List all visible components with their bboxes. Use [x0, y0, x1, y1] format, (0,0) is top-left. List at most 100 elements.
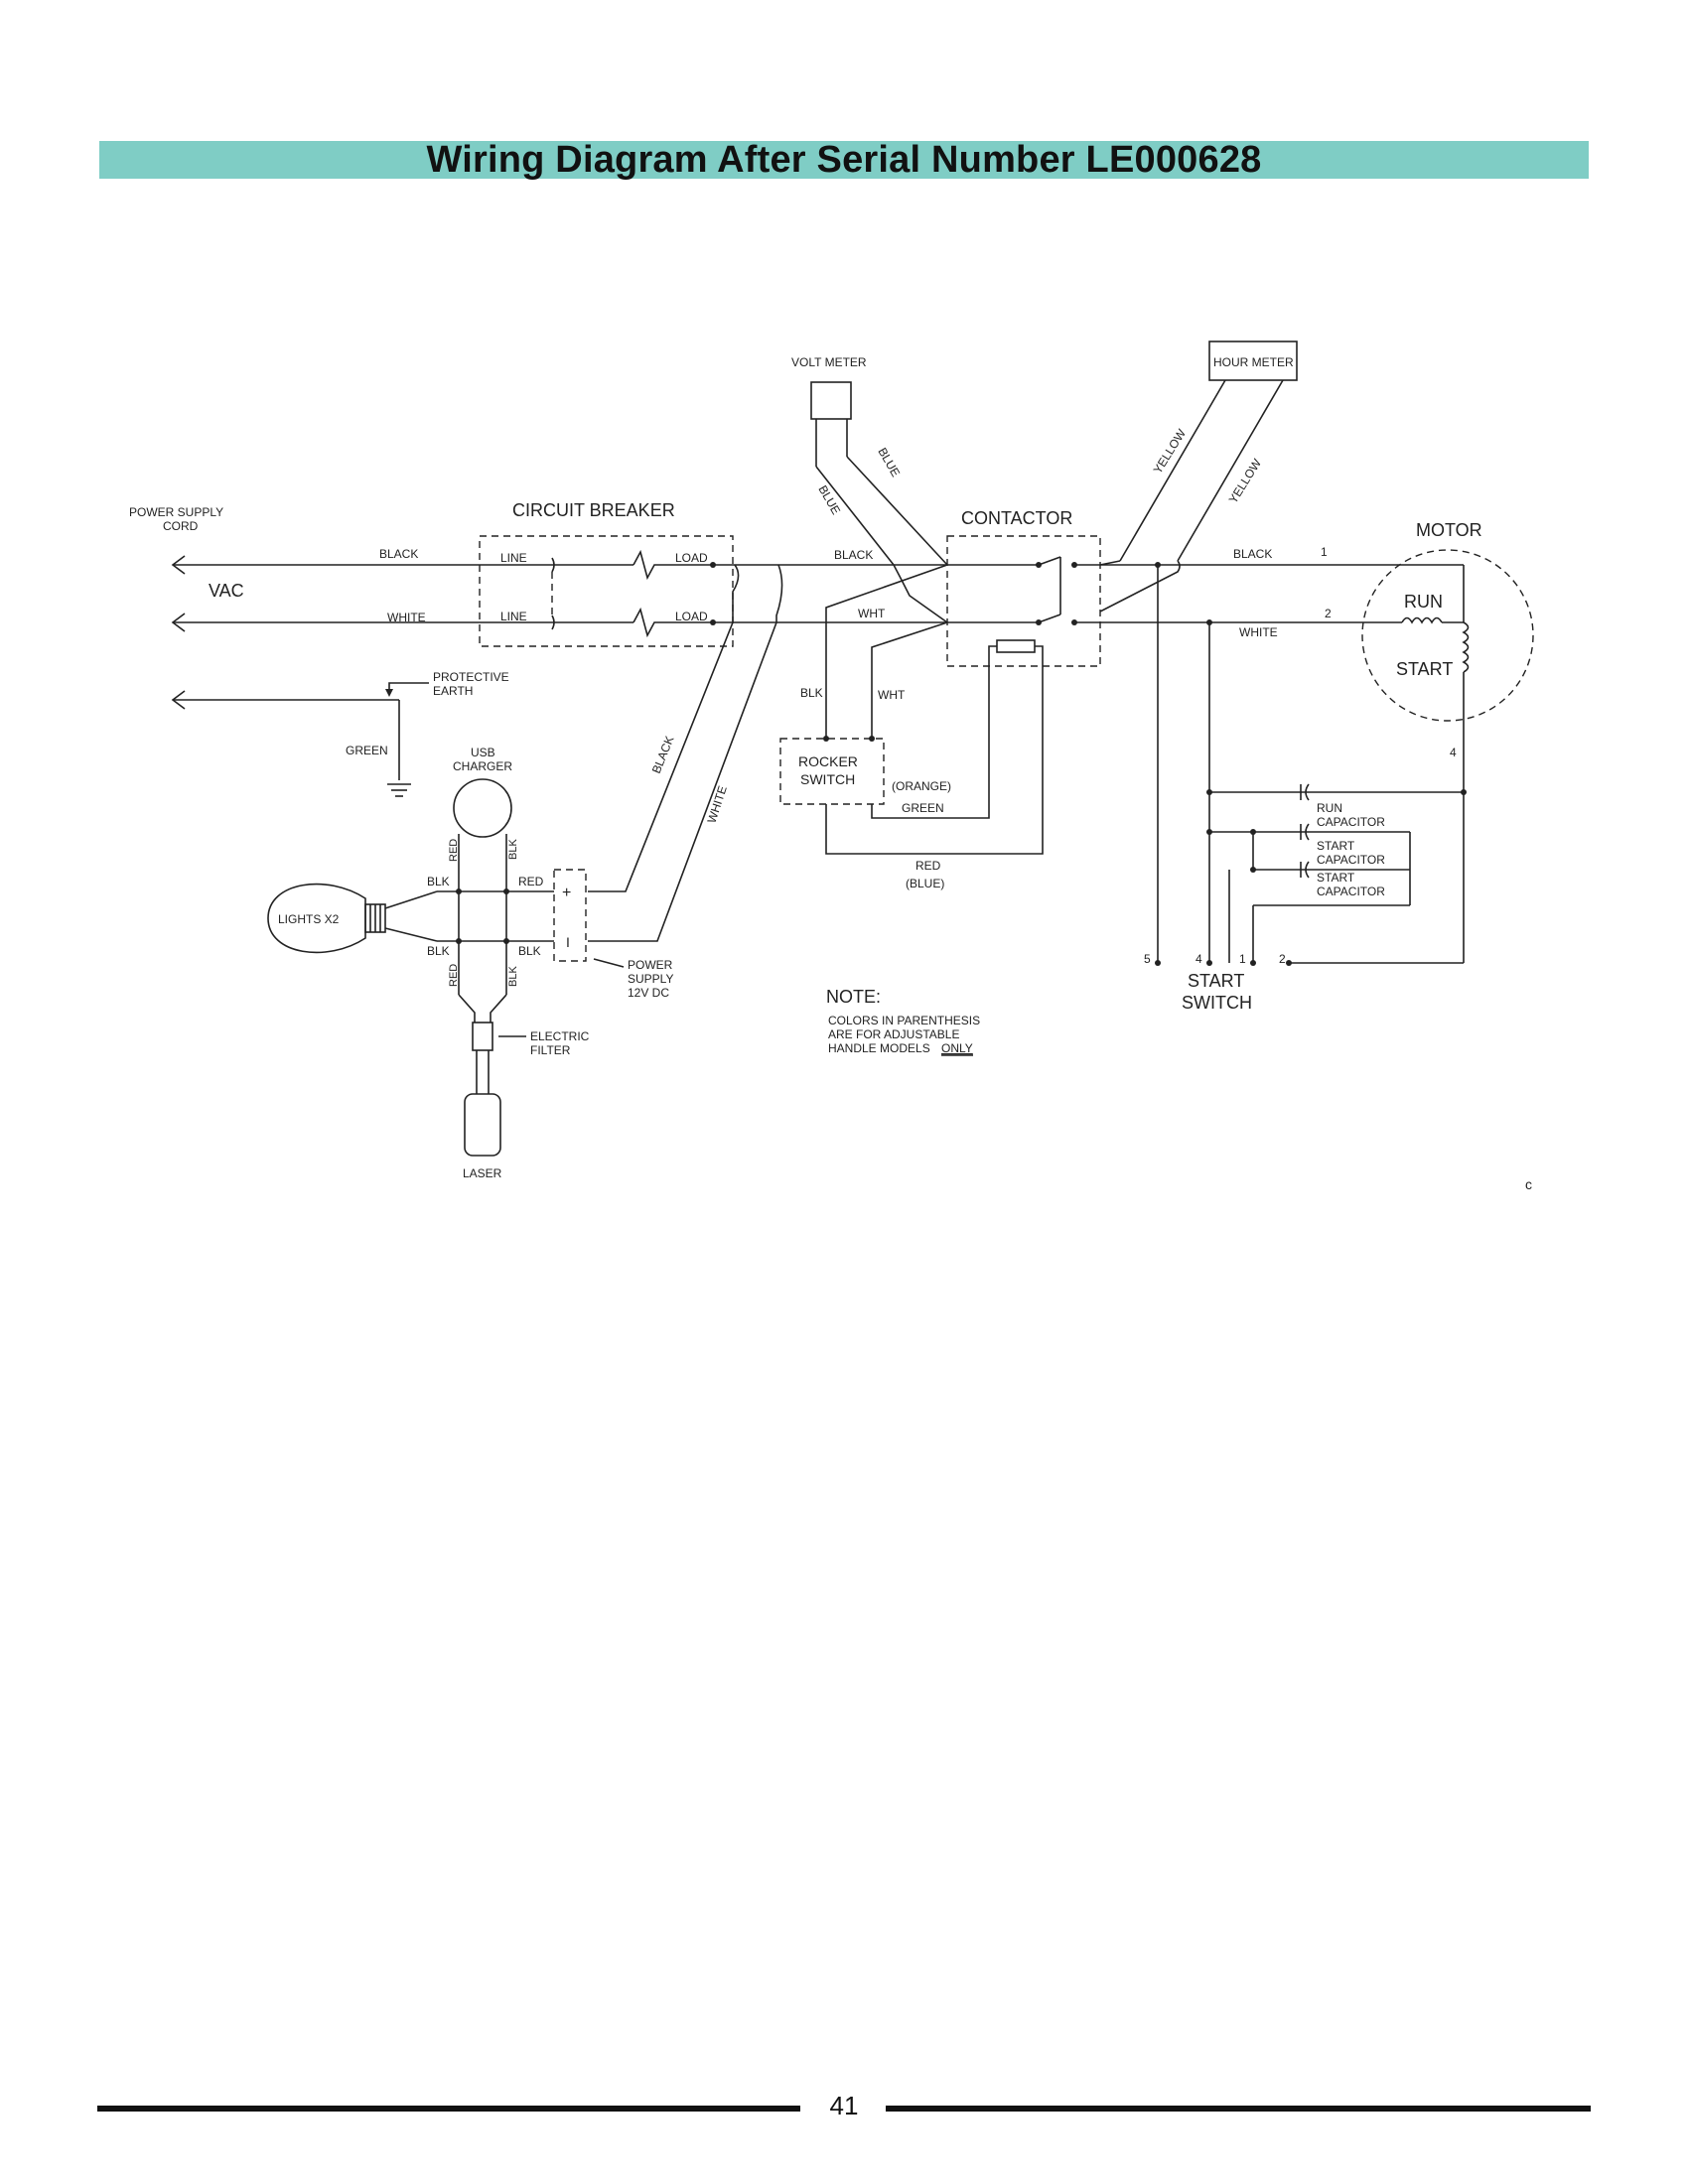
label-power-supply-cord-1: POWER SUPPLY [129, 505, 223, 519]
wire-rocker-red [825, 645, 1044, 855]
motor-circle [1361, 549, 1534, 722]
label-usb-1: USB [471, 746, 495, 759]
note-line-2: ARE FOR ADJUSTABLE [828, 1027, 959, 1041]
light-lead-top [384, 890, 438, 909]
note-title: NOTE: [826, 987, 881, 1007]
label-ss-2: 2 [1279, 952, 1286, 966]
cap-node-run-left [1206, 789, 1212, 795]
label-volt-meter: VOLT METER [791, 355, 867, 369]
label-start-cap-1a: START [1317, 839, 1355, 853]
label-power-supply-cord-2: CORD [163, 519, 199, 533]
label-start-cap-2b: CAPACITOR [1317, 885, 1385, 898]
wire-rocker-blk [825, 564, 948, 739]
filter-lead-blk [490, 994, 507, 1023]
label-wht-main: WHT [858, 607, 886, 620]
cap-node-start-3 [1250, 867, 1256, 873]
motor-run-coil [1401, 616, 1443, 624]
label-vac: VAC [209, 581, 244, 601]
label-lights-x2: LIGHTS X2 [278, 912, 340, 926]
label-motor: MOTOR [1416, 520, 1482, 540]
cb-thermal-top [551, 557, 555, 573]
label-ss-5: 5 [1144, 952, 1151, 966]
label-yellow-2: YELLOW [1226, 456, 1265, 505]
page-title: Wiring Diagram After Serial Number LE000… [426, 138, 1262, 181]
label-run-cap-1: RUN [1317, 801, 1342, 815]
label-orange: (ORANGE) [892, 779, 951, 793]
rocker-node-2 [869, 736, 875, 742]
label-blue-2: BLUE [815, 483, 843, 517]
label-motor-start: START [1396, 659, 1453, 679]
power-supply-12v-box [553, 869, 587, 962]
label-power-supply-1: POWER [628, 958, 673, 972]
label-circuit-breaker: CIRCUIT BREAKER [512, 500, 675, 520]
label-blk-usb-1: BLK [507, 839, 519, 860]
label-white-motor: WHITE [1239, 625, 1278, 639]
rail-node-4 [503, 938, 509, 944]
label-ss-1: 1 [1239, 952, 1246, 966]
rocker-node-1 [823, 736, 829, 742]
label-cb-load-top: LOAD [675, 551, 708, 565]
wire-volt-blue-1b [815, 466, 895, 566]
label-minus: I [566, 934, 570, 950]
light-lead-bottom [384, 927, 438, 942]
label-rocker-2: SWITCH [800, 771, 855, 787]
page-number: 41 [829, 2091, 859, 2120]
label-rocker-1: ROCKER [798, 753, 858, 769]
label-filter-2: FILTER [530, 1043, 571, 1057]
cap-node-start-2 [1250, 829, 1256, 835]
label-red-rocker: RED [915, 859, 941, 873]
label-white-in: WHITE [387, 611, 426, 624]
label-usb-2: CHARGER [453, 759, 512, 773]
label-filter-1: ELECTRIC [530, 1029, 590, 1043]
note-line-1: COLORS IN PARENTHESIS [828, 1014, 980, 1027]
label-red-rail-top: RED [518, 875, 544, 888]
label-start-switch-1: START [1188, 971, 1244, 991]
cb-thermal-bottom [551, 614, 555, 630]
label-start-switch-2: SWITCH [1182, 993, 1252, 1013]
label-blk-rail-top: BLK [427, 875, 450, 888]
wire-yellow-2-end [1099, 560, 1181, 613]
laser-body [464, 1093, 501, 1157]
label-run-cap-2: CAPACITOR [1317, 815, 1385, 829]
rail-node-3 [456, 938, 462, 944]
note-line-3: HANDLE MODELS [828, 1041, 930, 1055]
footer-rule-right [886, 2106, 1591, 2112]
rail-node-1 [456, 888, 462, 894]
protective-earth-pointer [388, 682, 429, 695]
note-only: ONLY [941, 1041, 973, 1055]
cb-trip-bottom [633, 607, 713, 638]
corner-mark: c [1525, 1176, 1532, 1192]
label-blk-rail-bottom-2: BLK [518, 944, 541, 958]
start-switch-node-1 [1250, 960, 1256, 966]
label-cb-line-bottom: LINE [500, 610, 527, 623]
label-ss-4: 4 [1196, 952, 1202, 966]
rocker-switch-box [779, 738, 885, 805]
label-black-in: BLACK [379, 547, 418, 561]
contactor-coil [996, 639, 1036, 653]
contactor-box [946, 535, 1101, 667]
wire-hour-yellow-2 [1177, 379, 1284, 562]
circuit-breaker-box [479, 535, 734, 647]
label-power-supply-3: 12V DC [628, 986, 669, 1000]
start-switch-node-4 [1206, 960, 1212, 966]
cb-trip-top [633, 549, 713, 581]
label-green-earth: GREEN [346, 744, 388, 757]
label-cb-line-top: LINE [500, 551, 527, 565]
label-red-usb-2: RED [448, 964, 460, 987]
wire-hour-yellow-1 [1119, 379, 1226, 562]
protective-earth-arrowhead [385, 689, 393, 697]
contactor-switch-top [1038, 556, 1061, 566]
electric-filter [472, 1022, 493, 1051]
label-blk-rocker: BLK [800, 686, 823, 700]
filter-lead-red [458, 994, 476, 1023]
label-contactor: CONTACTOR [961, 508, 1072, 528]
cap-node-run-right [1461, 789, 1467, 795]
label-hour-meter: HOUR METER [1213, 355, 1294, 369]
title-bar: Wiring Diagram After Serial Number LE000… [99, 138, 1589, 181]
label-blue-1: BLUE [875, 446, 903, 479]
power-supply-pointer [593, 958, 625, 968]
wire-yellow-1-end [1099, 560, 1121, 566]
contactor-switch-bottom [1038, 614, 1061, 623]
label-green-rocker: GREEN [902, 801, 944, 815]
